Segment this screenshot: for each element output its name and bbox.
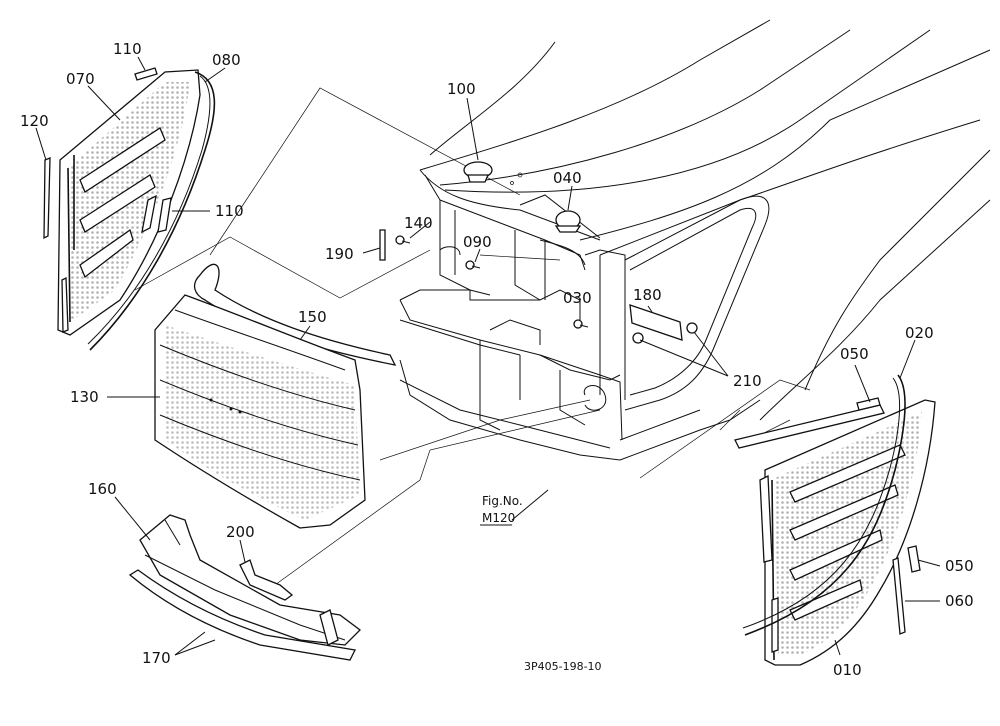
callout-170: 170: [142, 649, 171, 667]
callout-080: 080: [212, 51, 241, 69]
pad-110-top: [134, 67, 158, 81]
right-side-panel: [759, 399, 936, 666]
callout-070: 070: [66, 70, 95, 88]
figure-reference-line2: M120: [482, 511, 515, 525]
drawing-code: 3P405-198-10: [524, 660, 602, 673]
bracket-200: [239, 559, 294, 601]
bottom-bracket: [128, 514, 361, 661]
figure-reference: Fig.No. M120: [480, 494, 523, 526]
callout-labels: 110 080 070 120 110 100 040 140 190 090 …: [20, 40, 974, 679]
strip-060: [892, 557, 906, 635]
left-side-panel: [57, 69, 201, 336]
strip-120: [43, 157, 51, 240]
callout-090: 090: [463, 233, 492, 251]
hood-outline: [419, 19, 991, 421]
callout-050-bottom: 050: [945, 557, 974, 575]
callout-160: 160: [88, 480, 117, 498]
callout-180: 180: [633, 286, 662, 304]
callout-100: 100: [447, 80, 476, 98]
front-grille: [154, 294, 366, 529]
callout-060: 060: [945, 592, 974, 610]
gasket-080: [89, 71, 216, 351]
callout-050-top: 050: [840, 345, 869, 363]
hardware-parts: [379, 161, 698, 344]
gasket-020: [744, 374, 906, 636]
reference-lines: [134, 87, 811, 591]
callout-190: 190: [325, 245, 354, 263]
callout-030: 030: [563, 289, 592, 307]
callout-020: 020: [905, 324, 934, 342]
leader-lines: [35, 56, 941, 656]
front-frame: [399, 172, 770, 461]
callout-040: 040: [553, 169, 582, 187]
pad-050-bottom: [907, 545, 921, 573]
callout-200: 200: [226, 523, 255, 541]
callout-110-top: 110: [113, 40, 142, 58]
callout-110-side: 110: [215, 202, 244, 220]
callout-120: 120: [20, 112, 49, 130]
pad-050-top: [856, 397, 881, 411]
pad-110-side: [157, 197, 172, 233]
callout-130: 130: [70, 388, 99, 406]
callout-150: 150: [298, 308, 327, 326]
figure-reference-line1: Fig.No.: [482, 494, 523, 508]
callout-210: 210: [733, 372, 762, 390]
callout-010: 010: [833, 661, 862, 679]
callout-140: 140: [404, 214, 433, 232]
